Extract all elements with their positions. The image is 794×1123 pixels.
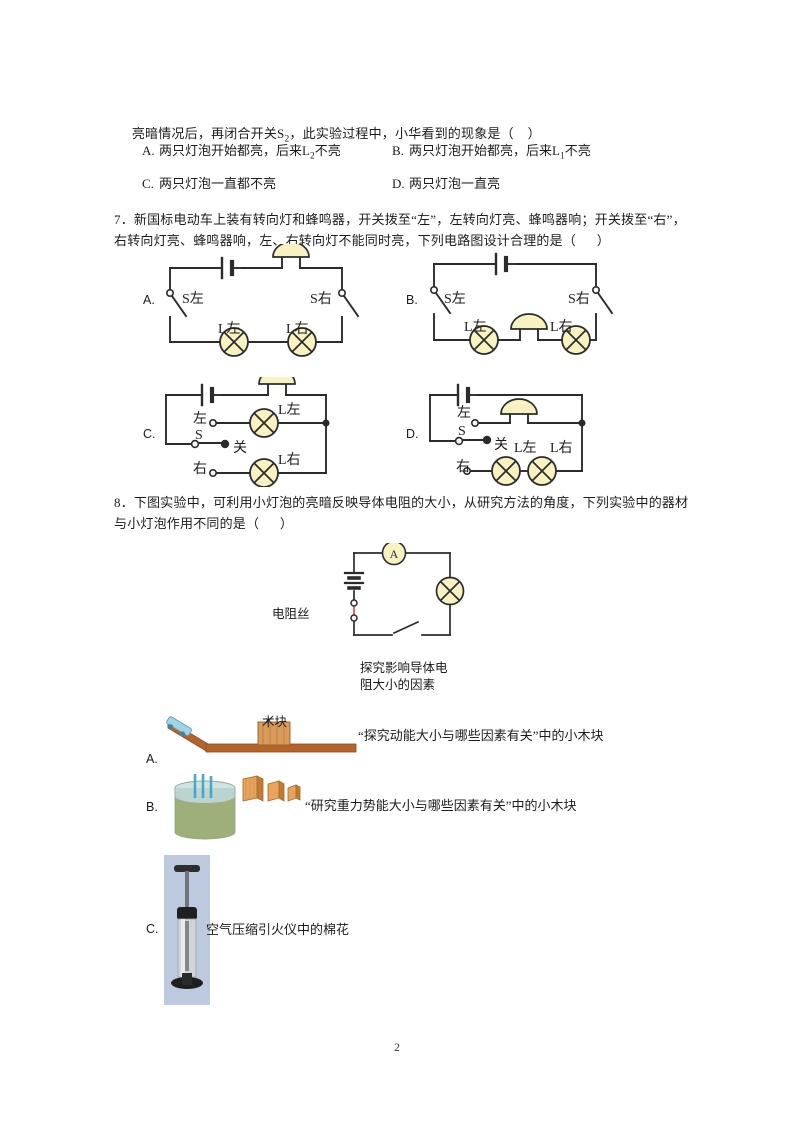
- q7-circuit-b-lamp-left-label: L左: [464, 316, 487, 336]
- wood-block: [257, 721, 291, 746]
- q7-circuit-d-diagram: [424, 383, 629, 493]
- lamp-right-text: L右: [550, 441, 573, 456]
- lamp-left-text: L左: [464, 320, 487, 335]
- option-b-label: B.: [392, 143, 404, 158]
- switch-right-text: S右: [568, 292, 590, 307]
- q7-circuit-d-position-left-label: 左: [457, 402, 471, 422]
- falling-blocks: [242, 775, 301, 802]
- ammeter-symbol-text: A: [390, 547, 399, 561]
- q7-circuit-d-label: D.: [406, 427, 419, 441]
- question-6-option-d[interactable]: D. 两只灯泡一直亮: [392, 174, 500, 194]
- position-off-text: 关: [494, 438, 508, 453]
- q8-option-c-picture: [164, 855, 210, 1010]
- q7-circuit-c-position-off-label: 关: [233, 437, 247, 457]
- plunger-handle: [174, 865, 200, 872]
- option-c-label: C.: [142, 176, 154, 191]
- q8-resistance-experiment-diagram: A: [330, 540, 480, 658]
- stakes: [193, 774, 213, 798]
- position-off-text: 关: [233, 441, 247, 456]
- option-b-text-after: 不亮: [564, 143, 591, 158]
- switch-text: S: [458, 424, 466, 439]
- position-right-text: 右: [456, 460, 470, 475]
- option-a-text-before: 两只灯泡开始都亮，后来L: [159, 143, 310, 158]
- q7-circuit-a-switch-left-label: S左: [182, 288, 204, 308]
- q7-circuit-d-position-right-label: 右: [456, 456, 470, 476]
- question-6-option-b[interactable]: B. 两只灯泡开始都亮，后来L1不亮: [392, 141, 591, 167]
- lamp-right-text: L右: [286, 322, 309, 337]
- option-a-subscript: 2: [309, 151, 315, 162]
- q8-figure-caption: 探究影响导体电 阻大小的因素: [360, 660, 448, 694]
- q7-circuit-a-lamp-left-label: L左: [218, 318, 241, 338]
- switch-text: S: [195, 428, 203, 443]
- q7-circuit-a-switch-right-label: S右: [310, 288, 332, 308]
- q8-option-c-label: C.: [146, 922, 159, 936]
- position-right-text: 右: [193, 462, 207, 477]
- q7-circuit-c-lamp-left-label: L左: [278, 399, 301, 419]
- lamp-left-text: L左: [514, 441, 537, 456]
- option-d-label: D.: [392, 176, 405, 191]
- question-6-option-a[interactable]: A. 两只灯泡开始都亮，后来L2不亮: [142, 141, 341, 167]
- q7-circuit-d-lamp-left-label: L左: [514, 437, 537, 457]
- q8-option-b-label: B.: [146, 800, 158, 814]
- question-8-stem: 8．下图实验中，可利用小灯泡的亮暗反映导体电阻的大小，从研究方法的角度，下列实验…: [114, 495, 689, 531]
- position-left-text: 左: [193, 412, 207, 427]
- q7-circuit-c-position-left-label: 左: [193, 408, 207, 428]
- q7-circuit-c-label: C.: [143, 427, 156, 441]
- option-b-subscript: 1: [559, 151, 565, 162]
- q6-stem-subscript: 2: [284, 134, 290, 145]
- question-6-stem-continuation: 亮暗情况后，再闭合开关S2，此实验过程中，小华看到的现象是（ ）: [118, 102, 688, 172]
- q8-option-a-picture: [160, 710, 360, 770]
- lamp-left-text: L左: [278, 403, 301, 418]
- question-7-stem: 7．新国标电动车上装有转向灯和蜂鸣器，开关拨至“左”，左转向灯亮、蜂鸣器响；开关…: [114, 212, 686, 248]
- q8-option-b-picture: [165, 772, 305, 845]
- q6-stem-after: ，此实验过程中，小华看到的现象是（ ）: [289, 126, 541, 141]
- question-6-option-c[interactable]: C. 两只灯泡一直都不亮: [142, 174, 276, 194]
- q7-circuit-a-label: A.: [143, 293, 155, 307]
- q7-circuit-c-position-right-label: 右: [193, 458, 207, 478]
- switch-right-text: S右: [310, 292, 332, 307]
- option-a-label: A.: [142, 143, 155, 158]
- q8-option-a-text[interactable]: “探究动能大小与哪些因素有关”中的小木块: [358, 728, 604, 743]
- q7-circuit-d-switch-label: S: [458, 424, 466, 440]
- cart: [166, 716, 192, 737]
- q7-circuit-b-label: B.: [406, 293, 418, 307]
- caption-line-2: 阻大小的因素: [360, 678, 436, 692]
- sand-container: [174, 780, 236, 840]
- lamp-right-text: L右: [278, 453, 301, 468]
- lamp-right-text: L右: [550, 320, 573, 335]
- q7-circuit-c-switch-label: S: [195, 428, 203, 444]
- q7-circuit-c-lamp-right-label: L右: [278, 449, 301, 469]
- q7-circuit-d-position-off-label: 关: [494, 434, 508, 454]
- option-d-text-before: 两只灯泡一直亮: [409, 176, 501, 191]
- q7-circuit-b-switch-left-label: S左: [444, 288, 466, 308]
- caption-line-1: 探究影响导体电: [360, 661, 448, 675]
- q7-circuit-b-diagram: [424, 250, 624, 371]
- page-number: 2: [394, 1042, 400, 1054]
- switch-left-text: S左: [444, 292, 466, 307]
- q8-resistance-wire-label: 电阻丝: [272, 607, 310, 621]
- position-left-text: 左: [457, 406, 471, 421]
- q7-circuit-b-lamp-right-label: L右: [550, 316, 573, 336]
- q7-circuit-c-diagram: [160, 368, 375, 492]
- option-c-text-before: 两只灯泡一直都不亮: [159, 176, 277, 191]
- collar: [177, 907, 197, 920]
- q7-circuit-d-lamp-right-label: L右: [550, 437, 573, 457]
- option-b-text-before: 两只灯泡开始都亮，后来L: [409, 143, 560, 158]
- q8-option-a-label: A.: [146, 752, 158, 766]
- q8-option-c-text[interactable]: 空气压缩引火仪中的棉花: [206, 922, 350, 937]
- q8-option-a-picture-label: 木块: [262, 715, 288, 729]
- q7-circuit-a-diagram: [160, 241, 370, 369]
- q7-circuit-b-switch-right-label: S右: [568, 288, 590, 308]
- option-a-text-after: 不亮: [314, 143, 341, 158]
- q6-stem-before: 亮暗情况后，再闭合开关S: [131, 126, 285, 141]
- switch-left-text: S左: [182, 292, 204, 307]
- lamp-left-text: L左: [218, 322, 241, 337]
- q7-circuit-a-lamp-right-label: L右: [286, 318, 309, 338]
- q8-option-b-text[interactable]: “研究重力势能大小与哪些因素有关”中的小木块: [305, 798, 577, 813]
- label-pointer: [265, 715, 274, 724]
